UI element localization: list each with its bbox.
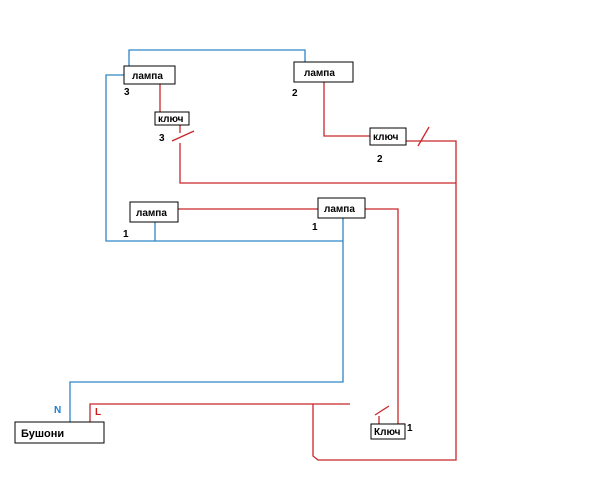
lamp-2-label: лампа (304, 68, 335, 79)
lamp-1b-box (317, 197, 366, 219)
lamp-1b: лампа 1 (312, 197, 366, 233)
line-wires (89, 82, 457, 461)
lamp-1b-number: 1 (312, 222, 318, 233)
lamp-2: лампа 2 (292, 61, 354, 99)
line-wire-lamp2-switch2 (323, 82, 370, 137)
line-wire-fuse-l (89, 403, 313, 422)
fuse-line-mark: L (95, 407, 101, 418)
switch-3-number: 3 (159, 133, 165, 144)
lamp-2-box (293, 61, 354, 83)
switch-2-box (369, 127, 407, 146)
switch-1: Ключ 1 (370, 423, 413, 440)
switch2-blade (417, 126, 430, 147)
switch-1-number: 1 (407, 423, 413, 434)
neutral-wire-lamp1b-to-fuse (69, 218, 344, 422)
switch-2-number: 2 (377, 154, 383, 165)
neutral-wire-lamp3-drop (105, 74, 343, 242)
line-wire-lamp1b-switch1 (365, 208, 405, 425)
switch3-blade (171, 130, 195, 142)
lamp-1a-box (129, 201, 179, 223)
fuse-neutral-mark: N (54, 405, 61, 416)
lamp-1a: лампа 1 (123, 201, 179, 240)
lamp-1a-number: 1 (123, 229, 129, 240)
neutral-wires (69, 49, 344, 422)
lamp-1a-label: лампа (136, 208, 167, 219)
switch-1-label: Ключ (374, 427, 401, 438)
lamp-3: лампа 3 (123, 65, 176, 98)
lamp-3-number: 3 (124, 87, 130, 98)
switch-2-label: ключ (373, 132, 399, 143)
lamp-3-box (123, 65, 176, 85)
fuse-box: Бушони N L (14, 405, 105, 444)
line-wire-switch2-return (312, 140, 457, 461)
switch-1-box (370, 423, 406, 440)
lamp-3-label: лампа (132, 71, 163, 82)
fuse-box-rect (14, 421, 105, 444)
switch-3: ключ 3 (154, 111, 190, 144)
switch-2: ключ 2 (369, 127, 407, 165)
switch1-blade (374, 405, 390, 416)
lamp-2-number: 2 (292, 88, 298, 99)
neutral-wire-lamp3-lamp2 (128, 49, 306, 66)
lamp-1b-label: лампа (324, 204, 355, 215)
line-wire-switch3-return (179, 143, 456, 184)
switch-3-box (154, 111, 190, 126)
switch-3-label: ключ (158, 114, 184, 125)
fuse-box-label: Бушони (21, 428, 64, 440)
